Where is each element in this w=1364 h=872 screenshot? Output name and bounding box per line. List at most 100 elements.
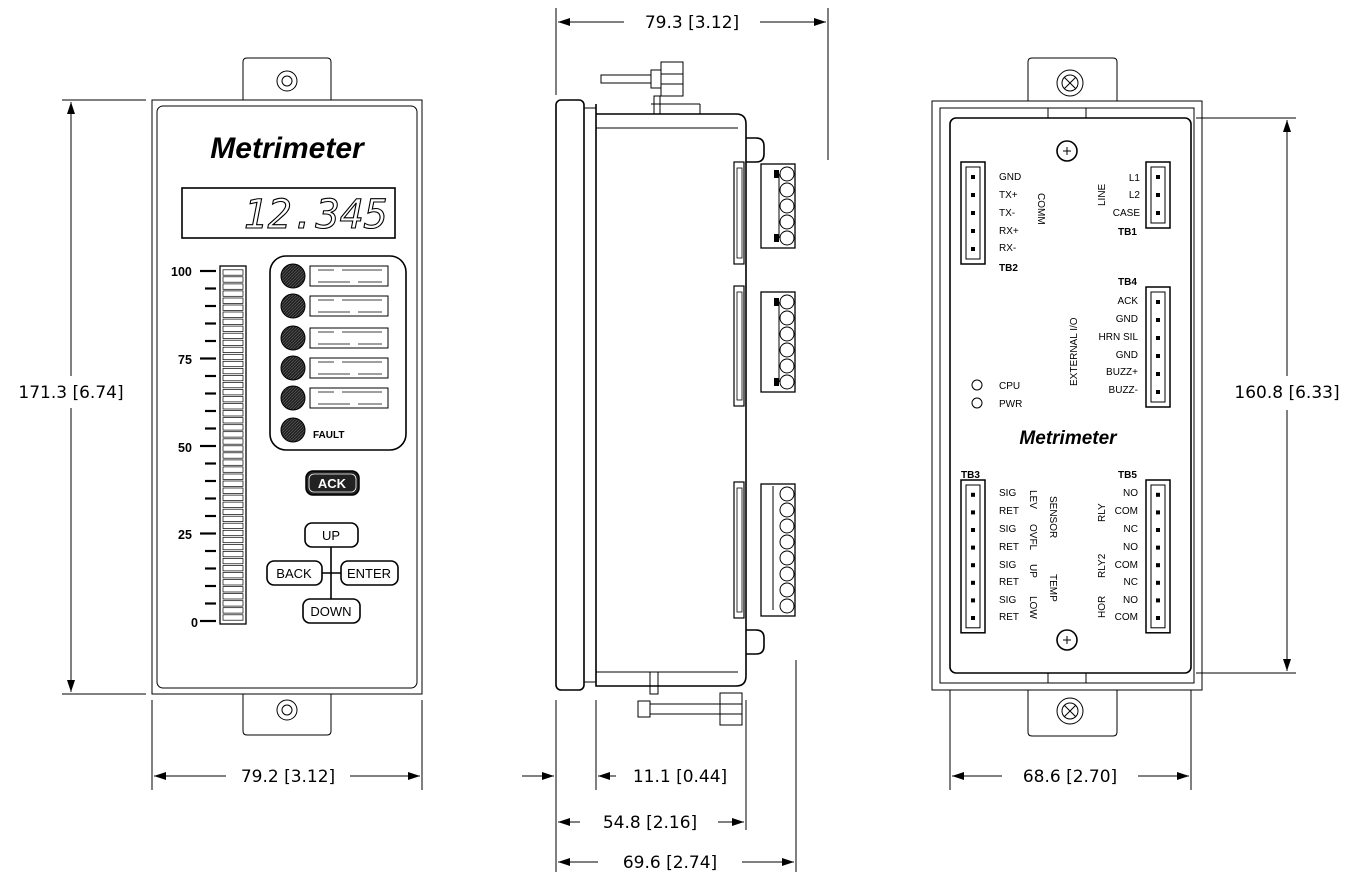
bargraph-segment (222, 480, 244, 487)
alarm-panel (269, 255, 407, 451)
terminal-pin (971, 510, 975, 515)
terminal-screw (779, 582, 795, 598)
bargraph-segment (222, 325, 244, 332)
terminal-screw (779, 566, 795, 582)
side-bezel (555, 99, 585, 691)
back-width-dimension: 68.6 [2.70] (1023, 767, 1117, 787)
terminal-housing (1145, 479, 1171, 634)
terminal-pin (971, 211, 975, 215)
bargraph-segment (222, 445, 244, 452)
terminal-pin (1156, 492, 1160, 497)
bargraph-segment (222, 396, 244, 403)
terminal-inner (1150, 291, 1166, 403)
terminal-pin (1156, 598, 1160, 603)
plug-pin (774, 234, 779, 242)
terminal-pin (971, 598, 975, 603)
tb2-label: TB2 (999, 263, 1018, 274)
tb3-group-lev: LEV (1027, 490, 1038, 509)
tb5-pin-7: NO (1123, 595, 1138, 606)
tb4-pin-3: HRN SIL (1099, 332, 1139, 343)
bargraph-segment (222, 304, 244, 311)
bargraph-segment (222, 614, 244, 621)
side-connector-io (733, 285, 796, 407)
ack-button[interactable]: ACK (305, 470, 360, 496)
terminal-pin (971, 492, 975, 497)
front-bottom-tab (242, 694, 332, 736)
tb1-block (1145, 161, 1171, 229)
terminal-pin (971, 247, 975, 251)
down-button[interactable]: DOWN (302, 598, 361, 624)
terminal-screw (779, 166, 795, 182)
tb2-pin-1: GND (999, 172, 1021, 183)
bargraph-segment (222, 522, 244, 529)
tb5-group-rly: RLY (1097, 503, 1108, 522)
connector-latch-inner (736, 487, 743, 613)
bargraph-segment (222, 375, 244, 382)
back-housing (949, 117, 1192, 674)
back-height-dimension: 160.8 [6.33] (1234, 383, 1339, 403)
pwr-led-icon (971, 397, 983, 409)
alarm-led-icon (280, 417, 306, 443)
bargraph-segment (222, 551, 244, 558)
bargraph-segment (222, 297, 244, 304)
up-button[interactable]: UP (304, 522, 359, 548)
terminal-pin (971, 563, 975, 568)
bottom-screw-icon (1056, 629, 1078, 651)
terminal-pin (1156, 300, 1160, 304)
bargraph-segment (222, 410, 244, 417)
back-brand-logo: Metrimeter (1019, 428, 1118, 449)
bargraph-segment (222, 466, 244, 473)
terminal-screw (779, 182, 795, 198)
terminal-pin (1156, 390, 1160, 394)
bargraph-segment (222, 389, 244, 396)
terminal-pin (971, 175, 975, 179)
terminal-pin (1156, 616, 1160, 620)
tb5-pin-4: NO (1123, 542, 1138, 553)
bargraph-segment (222, 360, 244, 368)
bargraph-segment (222, 424, 244, 431)
terminal-screw (779, 358, 795, 374)
terminal-pin (1156, 372, 1160, 376)
scale-label-75: 75 (178, 353, 192, 367)
bargraph-segment (222, 473, 244, 480)
tb3-pin-1: SIG (999, 488, 1016, 499)
alarm-label-lines (318, 269, 382, 283)
svg-text:UP: UP (322, 528, 340, 543)
alarm-label-box (309, 295, 389, 317)
tb1-pin-1: L1 (1129, 173, 1141, 184)
front-width-dimension: 79.2 [3.12] (241, 767, 335, 787)
alarm-label-lines (318, 299, 382, 313)
terminal-screw (779, 214, 795, 230)
terminal-inner (965, 484, 981, 629)
pwr-label: PWR (999, 399, 1022, 410)
tb3-pin-2: RET (999, 506, 1019, 517)
bargraph-segment (222, 339, 244, 346)
tb5-pin-2: COM (1115, 506, 1138, 517)
bargraph-segment (222, 290, 244, 297)
bargraph-segment (222, 487, 244, 494)
plug-pin (774, 378, 779, 386)
tb4-pin-1: ACK (1117, 296, 1138, 307)
svg-text:ACK: ACK (318, 476, 347, 491)
back-button[interactable]: BACK (266, 560, 323, 586)
connector-body (760, 483, 796, 617)
terminal-inner (965, 166, 981, 260)
enter-button[interactable]: ENTER (340, 560, 399, 586)
connector-body (760, 163, 796, 249)
tb3-pin-4: RET (999, 542, 1019, 553)
tb4-pin-6: BUZZ- (1109, 385, 1138, 396)
alarm-label-box (309, 327, 389, 349)
terminal-screw (779, 374, 795, 390)
svg-text:DOWN: DOWN (310, 604, 351, 619)
external-io-label: EXTERNAL I/O (1069, 317, 1080, 386)
tb3-pin-8: RET (999, 612, 1019, 623)
terminal-pin (1156, 318, 1160, 322)
tb3-group-ovfl: OVFL (1027, 524, 1038, 551)
connector-latch (733, 161, 745, 265)
alarm-label-box (309, 265, 389, 287)
tb3-pin-3: SIG (999, 524, 1016, 535)
connector-latch (733, 481, 745, 619)
scale-label-0: 0 (191, 616, 198, 630)
cpu-led-icon (971, 379, 983, 391)
